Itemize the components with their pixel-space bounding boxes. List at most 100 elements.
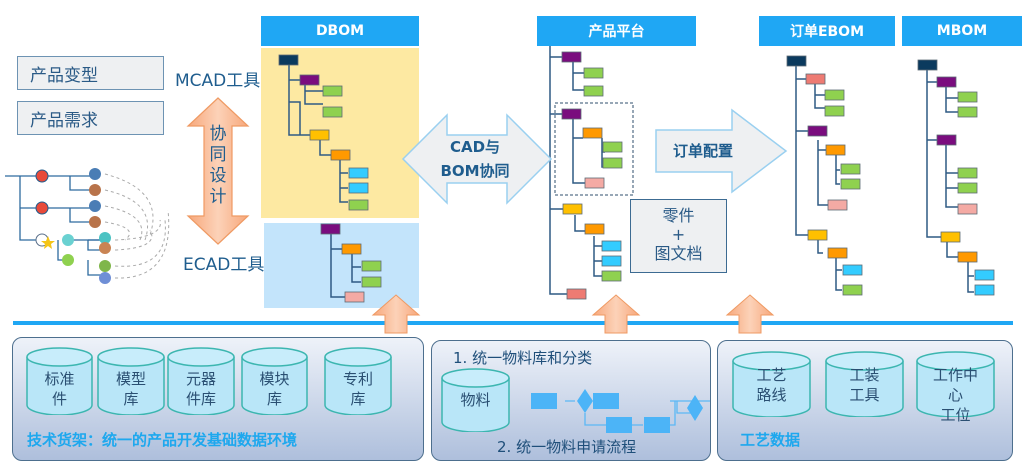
bom-node-green: [361, 260, 382, 272]
bom-node-green: [602, 157, 623, 169]
flow-step: [531, 393, 557, 409]
bom-node-green: [583, 85, 604, 97]
cylinder-label-line: 件: [51, 390, 67, 408]
documents-label: 图文档: [654, 244, 703, 263]
bom-node-salmon: [805, 73, 826, 85]
flow-decision: [687, 395, 703, 421]
bom-node-orange: [827, 247, 848, 259]
flow-decision: [577, 389, 593, 413]
part-icon: [99, 260, 111, 272]
bom-node-pink: [584, 177, 605, 189]
bom-node-orange: [341, 243, 362, 255]
part-icon: [89, 168, 101, 180]
bom-node-orange: [584, 223, 605, 235]
part-icon: [99, 272, 111, 284]
cylinder-label-line: 路线: [756, 386, 787, 404]
tree-connector: [926, 70, 974, 293]
tech-shelf-cylinder: 专利库: [324, 347, 392, 415]
cylinder-label-line: 心: [947, 386, 963, 404]
cylinder-label: 物料: [441, 390, 510, 410]
tech-shelf-title: 技术货架：统一的产品开发基础数据环境: [27, 431, 298, 449]
process-cylinder: 工装工具: [825, 351, 904, 417]
bom-node-green: [322, 106, 343, 118]
dbom-header: DBOM: [261, 16, 419, 46]
cylinder-label: 模型库: [97, 369, 165, 409]
cad-bom-line1: CAD与: [449, 138, 501, 156]
cylinder-label-line: 工作中: [932, 366, 978, 384]
dbom-ecad-area: [264, 223, 419, 308]
collab-char: 协: [209, 124, 227, 144]
cylinder-label-line: 模块: [259, 370, 290, 388]
cylinder-label-line: 专利: [342, 370, 373, 388]
cylinder-label: 专利库: [324, 369, 392, 409]
sub-assembly-icon: [62, 234, 74, 246]
bom-node-cyan: [348, 182, 369, 194]
sub-assembly-icon: [62, 254, 74, 266]
up-arrow-shelf: [371, 294, 421, 334]
product-requirement-box: 产品需求: [17, 101, 164, 135]
bom-node-cyan: [974, 269, 995, 281]
bom-node-green: [957, 182, 978, 194]
collab-char: 设: [209, 166, 227, 186]
part-icon: [99, 232, 111, 244]
collab-char: 计: [209, 187, 227, 207]
bom-node-cyan: [348, 167, 369, 179]
process-data-title: 工艺数据: [740, 431, 801, 449]
mcad-tool-label: MCAD工具: [175, 71, 261, 91]
bom-node-green: [824, 105, 845, 117]
up-arrow-process: [725, 294, 775, 334]
bom-node-green: [957, 167, 978, 179]
bom-node-purple: [807, 125, 828, 137]
assembly-icon: [35, 201, 49, 215]
cylinder-label: 模块库: [241, 369, 308, 409]
bom-node-green: [583, 67, 604, 79]
product-variant-box: 产品变型: [17, 56, 164, 90]
cad-part-icons: [35, 168, 111, 284]
collab-design-arrow: [186, 97, 250, 245]
bom-node-purple: [561, 108, 582, 120]
tech-shelf-cylinder: 模型库: [97, 347, 165, 415]
bom-node-cyan: [974, 284, 995, 296]
cylinder-label-line: 元器: [185, 370, 216, 388]
up-arrow-material: [591, 294, 641, 334]
bom-node-gold: [940, 231, 961, 243]
bom-node-orange: [825, 144, 846, 156]
mbom-header: MBOM: [902, 16, 1022, 46]
bom-node-green: [601, 270, 622, 282]
cylinder-label-line: 库: [350, 390, 366, 408]
flow-step: [593, 393, 619, 409]
material-step2: 2. 统一物料申请流程: [497, 438, 637, 456]
bom-node-cyan: [842, 264, 863, 276]
bom-node-orange: [330, 149, 351, 161]
parts-label: 零件: [662, 206, 695, 225]
bom-node-orange: [957, 251, 978, 263]
cad-assembly-tree: [5, 168, 170, 284]
cylinder-label-line: 件库: [185, 390, 216, 408]
bom-node-green: [322, 85, 343, 97]
bom-node-cyan: [601, 240, 622, 252]
order-ebom-header-label: 订单EBOM: [789, 24, 865, 40]
part-icon: [99, 242, 111, 254]
material-cylinder: 物料: [441, 368, 510, 432]
order-config-arrow: [655, 108, 788, 194]
process-cylinder: 工作中心工位: [916, 351, 995, 424]
bom-node-orange: [582, 127, 603, 139]
bom-node-green: [348, 199, 369, 211]
process-cylinder: 工艺路线: [732, 351, 811, 417]
collab-design-text: 协 同 设 计: [206, 124, 230, 208]
cad-bom-collab-text: CAD与 BOM协同: [425, 135, 525, 183]
order-config-label: 订单配置: [673, 142, 734, 160]
assembly-icon: [35, 169, 49, 183]
platform-header-label: 产品平台: [588, 24, 645, 40]
flow-step: [606, 417, 632, 433]
cylinder-label-line: 物料: [460, 391, 491, 409]
cylinder-label: 工作中心工位: [916, 365, 995, 425]
bom-node-green: [957, 106, 978, 118]
dbom-header-label: DBOM: [315, 23, 365, 39]
flow-step: [644, 417, 670, 433]
divider-line: [13, 321, 1013, 325]
cylinder-label-line: 模型: [115, 370, 146, 388]
cylinder-label: 工艺路线: [732, 365, 811, 405]
bom-node-green: [824, 89, 845, 101]
bom-node-salmon: [566, 288, 587, 300]
